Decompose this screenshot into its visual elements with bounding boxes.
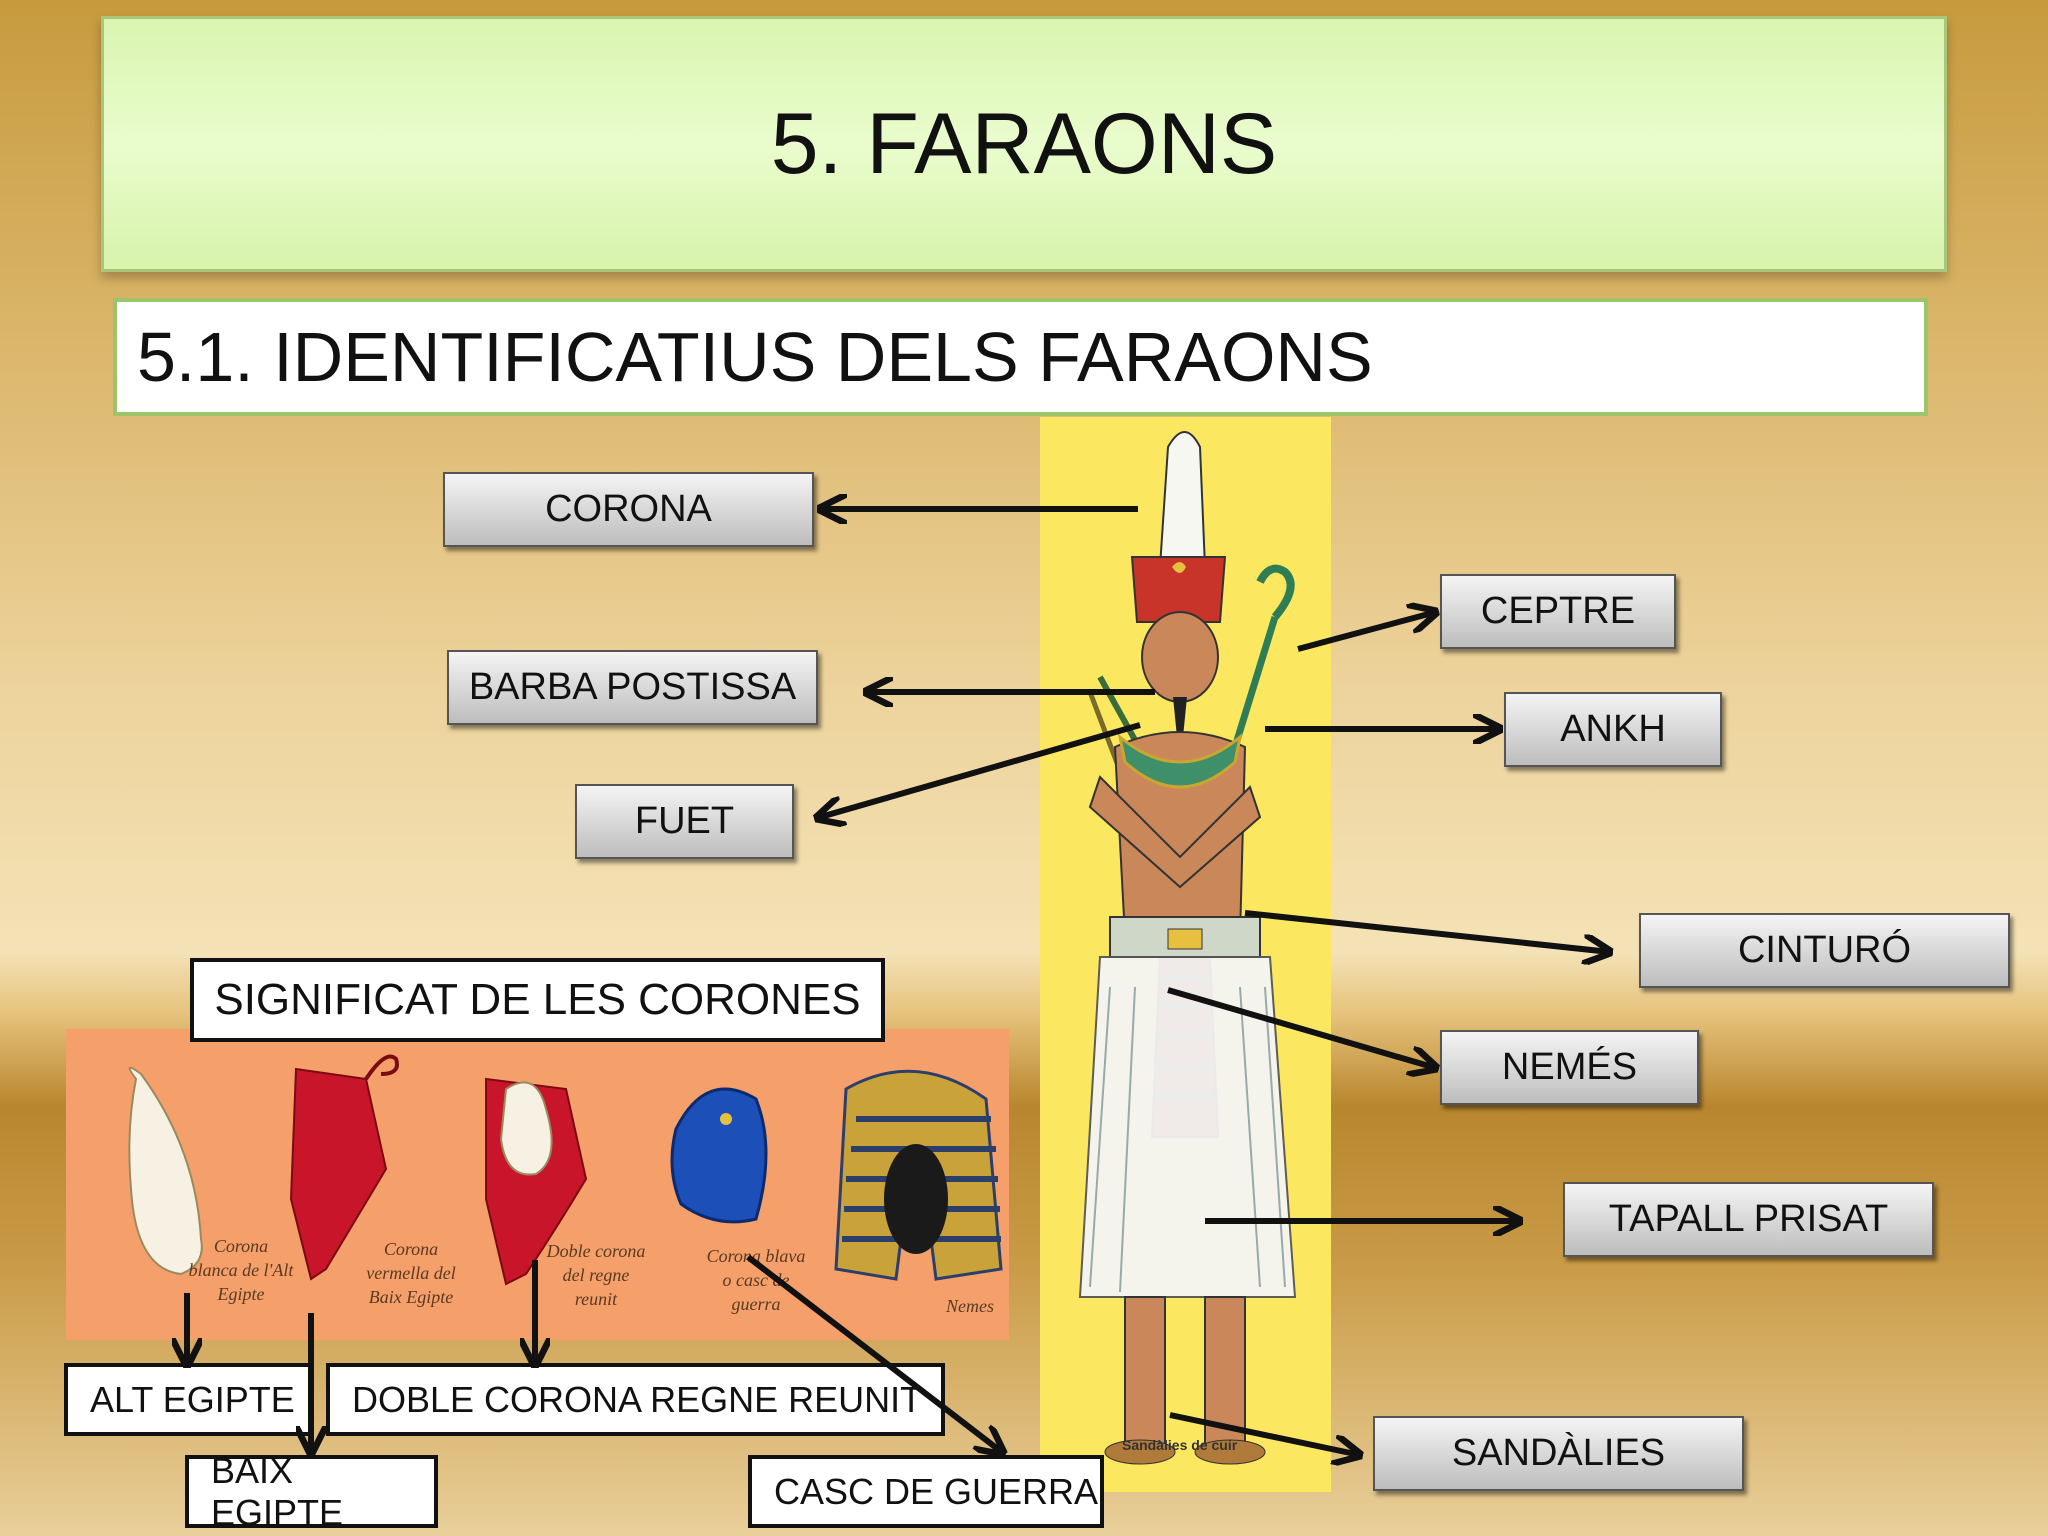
label-alt-egipte: ALT EGIPTE (64, 1363, 314, 1436)
label-ceptre: CEPTRE (1440, 574, 1676, 649)
sandals-caption: Sandàlies de cuir (1122, 1437, 1238, 1453)
crowns-drawings (128, 1054, 1003, 1286)
nemes-caption: Nemes (946, 1296, 994, 1316)
crowns-heading: SIGNIFICAT DE LES CORONES (190, 958, 885, 1042)
page-title: 5. FARAONS (770, 95, 1278, 192)
label-doble-corona: DOBLE CORONA REGNE REUNIT (326, 1363, 945, 1436)
subtitle-box: 5.1. IDENTIFICATIUS DELS FARAONS (113, 298, 1928, 416)
blue-crown-icon (670, 1087, 768, 1224)
label-casc-de-guerra: CASC DE GUERRA (748, 1455, 1104, 1528)
label-baix-egipte: BAIX EGIPTE (185, 1450, 438, 1533)
section-subtitle: 5.1. IDENTIFICATIUS DELS FARAONS (137, 318, 1373, 396)
label-nemes: NEMÉS (1440, 1030, 1699, 1105)
red-crown-icon (289, 1067, 388, 1281)
label-barba-postissa: BARBA POSTISSA (447, 650, 818, 725)
pharaoh-figure (1078, 431, 1297, 1465)
label-tapall-prisat: TAPALL PRISAT (1563, 1182, 1934, 1257)
white-crown-icon (128, 1066, 203, 1276)
label-cinturo: CINTURÓ (1639, 913, 2010, 988)
pharaoh-illustration: Sandàlies de cuir (1040, 417, 1331, 1492)
label-fuet: FUET (575, 784, 794, 859)
label-corona: CORONA (443, 472, 814, 547)
label-sandalies: SANDÀLIES (1373, 1416, 1744, 1491)
label-ankh: ANKH (1504, 692, 1722, 767)
title-banner: 5. FARAONS (101, 16, 1947, 272)
